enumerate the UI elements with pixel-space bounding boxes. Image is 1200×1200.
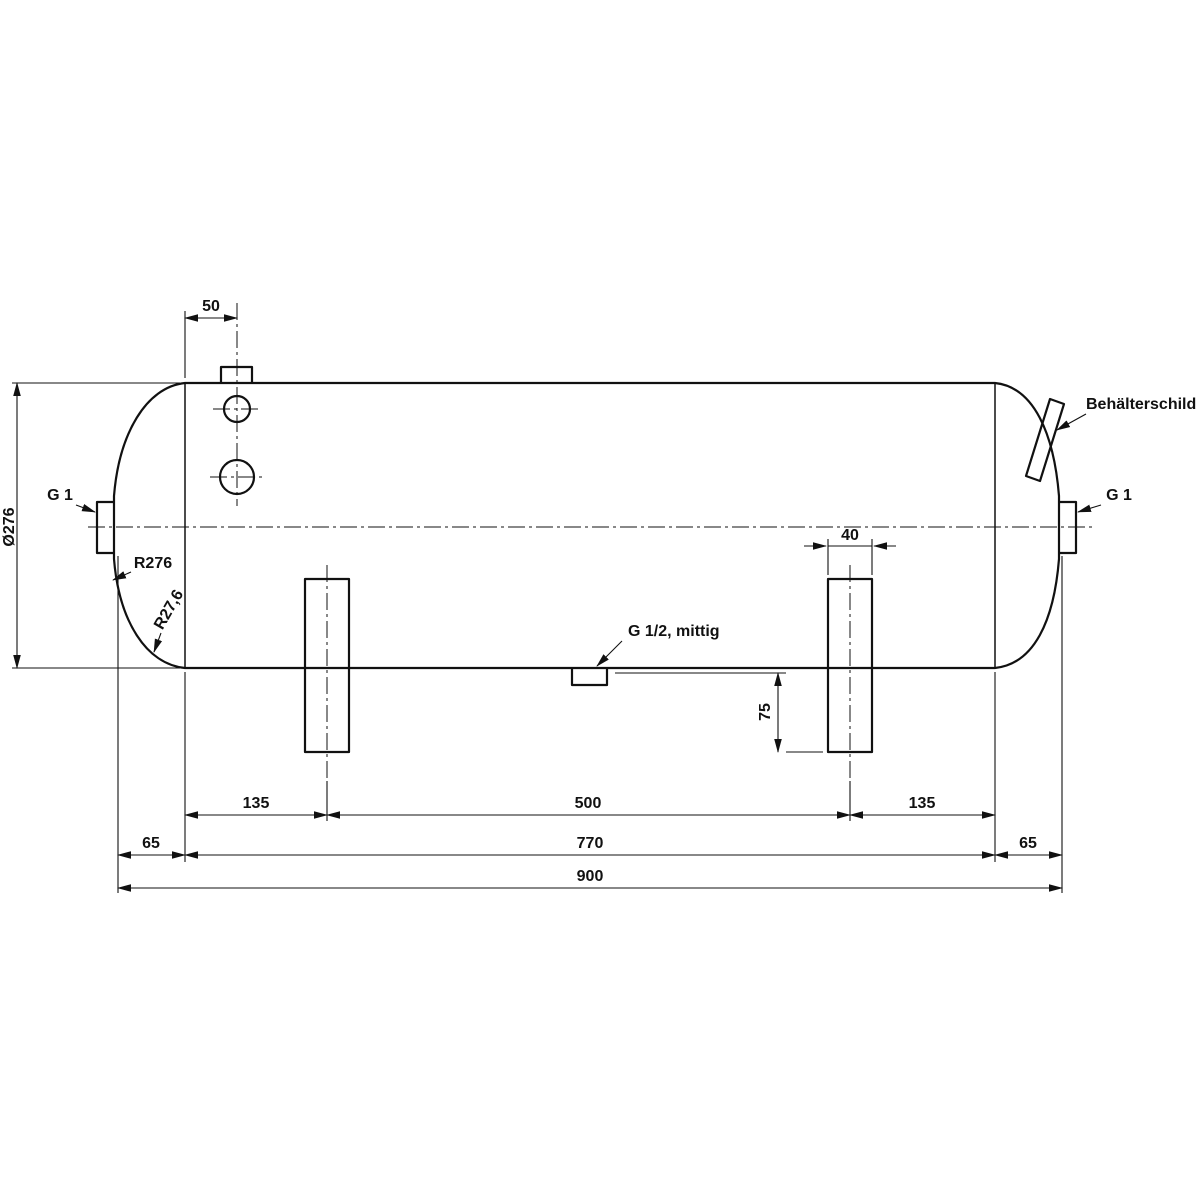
bottom-g12-port <box>570 668 609 687</box>
label-g12-mittig: G 1/2, mittig <box>628 623 720 640</box>
dim-text-65-left: 65 <box>142 835 160 852</box>
vessel-outline-group <box>95 365 1078 754</box>
leader-lines-group <box>75 413 1102 667</box>
dim-text-900: 900 <box>577 868 604 885</box>
leader-name-plate <box>1056 413 1087 431</box>
dim-text-135-right: 135 <box>909 795 936 812</box>
dim-text-135-left: 135 <box>243 795 270 812</box>
dim-text-75: 75 <box>757 703 774 721</box>
label-g1-right: G 1 <box>1106 487 1132 504</box>
dimension-lines-group <box>13 314 1063 892</box>
name-plate <box>1024 397 1066 483</box>
label-r27-6: R27,6 <box>151 587 187 633</box>
leader-r276 <box>112 571 132 581</box>
leader-g1-right <box>1077 504 1102 513</box>
dim-text-770: 770 <box>577 835 604 852</box>
annotation-text-group: 50 40 75 135 500 135 65 770 65 900 Ø276 … <box>1 298 1196 885</box>
leader-g12-port <box>596 640 623 667</box>
dim-text-dia276: Ø276 <box>1 507 18 546</box>
dim-text-50: 50 <box>202 298 220 315</box>
dim-text-65-right: 65 <box>1019 835 1037 852</box>
label-g1-left: G 1 <box>47 487 73 504</box>
centerlines-group <box>88 303 1094 779</box>
leader-g1-left <box>75 503 96 513</box>
leader-r27-6 <box>153 632 163 653</box>
dim-text-500: 500 <box>575 795 602 812</box>
extension-lines-group <box>12 311 1063 893</box>
label-r276: R276 <box>134 555 172 572</box>
dim-text-40: 40 <box>841 527 859 544</box>
label-name-plate: Behälterschild <box>1086 396 1196 413</box>
vessel-shell-outline <box>112 381 1061 670</box>
